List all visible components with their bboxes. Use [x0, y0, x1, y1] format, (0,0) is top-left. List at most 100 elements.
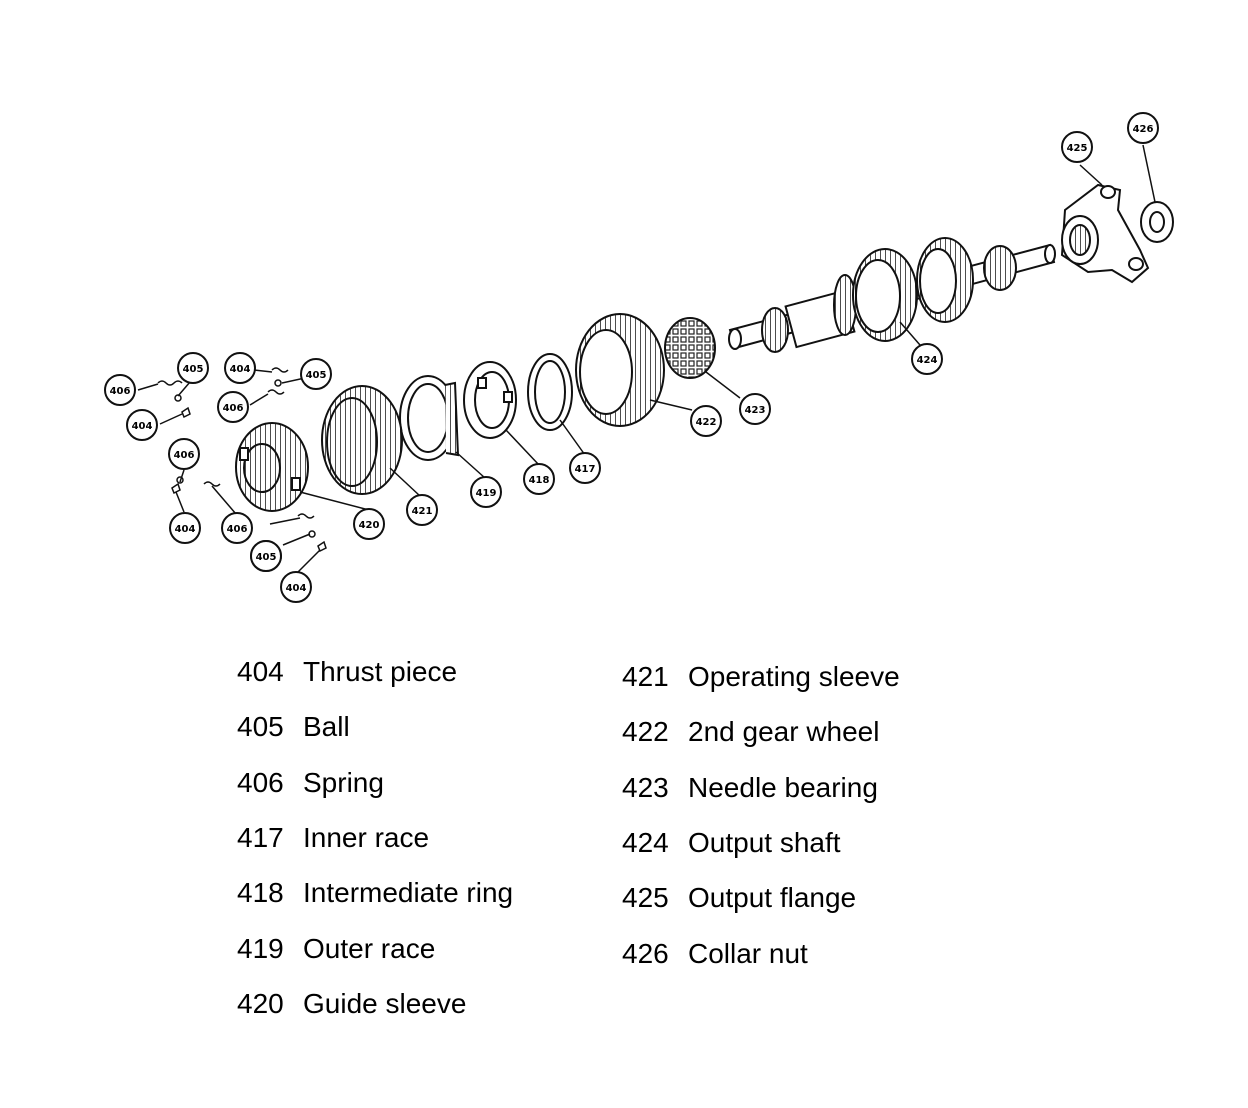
callout-labels: 4064054044054044064064054044064054044204… [104, 112, 1159, 603]
legend-number: 419 [237, 932, 284, 964]
legend-number: 424 [622, 826, 669, 858]
callout-404: 404 [224, 352, 256, 384]
callout-number: 424 [917, 355, 938, 366]
callout-405: 405 [177, 352, 209, 384]
callout-number: 417 [575, 464, 596, 475]
legend-number: 423 [622, 771, 669, 803]
part-needle-bearing [664, 317, 716, 379]
legend-number: 420 [237, 987, 284, 1019]
callout-number: 406 [227, 524, 248, 535]
callout-number: 405 [256, 552, 277, 563]
legend-item-417: 417 Inner race [237, 822, 429, 854]
callout-404: 404 [126, 409, 158, 441]
part-output-shaft [728, 237, 1056, 353]
part-outer-race [399, 375, 460, 461]
legend-text: Intermediate ring [303, 877, 514, 909]
legend-item-419: 419 Outer race [237, 933, 435, 965]
legend-number: 422 [622, 716, 669, 748]
callout-425: 425 [1061, 131, 1093, 163]
part-output-flange [1060, 183, 1150, 284]
legend-number: 406 [237, 766, 284, 798]
exploded-parts-diagram: 4064054044054044064064054044064054044204… [104, 112, 1174, 603]
part-collar-nut [1140, 201, 1174, 243]
callout-406: 406 [217, 391, 249, 423]
part-operating-sleeve [321, 385, 403, 495]
callout-406: 406 [221, 512, 253, 544]
callout-419: 419 [470, 476, 502, 508]
callout-circle [224, 352, 256, 384]
callout-406: 406 [168, 438, 200, 470]
callout-number: 405 [183, 364, 204, 375]
legend-item-421: 421 Operating sleeve [622, 661, 900, 693]
callout-circle [104, 374, 136, 406]
legend-text: Ball [303, 711, 350, 743]
callout-420: 420 [353, 508, 385, 540]
callout-circle [280, 571, 312, 603]
callout-number: 406 [174, 450, 195, 461]
callout-circle [1061, 131, 1093, 163]
callout-circle [126, 409, 158, 441]
callout-404: 404 [169, 512, 201, 544]
callout-circle [911, 343, 943, 375]
callout-number: 420 [359, 520, 380, 531]
callout-circle [177, 352, 209, 384]
legend-number: 418 [237, 877, 284, 909]
legend-text: 2nd gear wheel [688, 716, 880, 748]
part-inner-race [527, 353, 573, 431]
legend-text: Outer race [303, 932, 436, 964]
legend-text: Collar nut [688, 937, 808, 969]
callout-circle [523, 463, 555, 495]
callout-circle [690, 405, 722, 437]
legend-number: 425 [622, 882, 669, 914]
callout-number: 423 [745, 405, 766, 416]
callout-number: 404 [175, 524, 196, 535]
callout-423: 423 [739, 393, 771, 425]
callout-circle [300, 358, 332, 390]
legend-number: 404 [237, 656, 284, 687]
callout-circle [217, 391, 249, 423]
callout-number: 426 [1133, 124, 1154, 135]
callout-406: 406 [104, 374, 136, 406]
legend-number: 421 [622, 661, 669, 692]
callout-418: 418 [523, 463, 555, 495]
callout-426: 426 [1127, 112, 1159, 144]
legend-item-418: 418 Intermediate ring [237, 877, 513, 909]
callout-number: 404 [286, 583, 307, 594]
callout-405: 405 [300, 358, 332, 390]
legend-text: Guide sleeve [303, 987, 467, 1019]
legend-item-425: 425 Output flange [622, 882, 856, 914]
callout-circle [250, 540, 282, 572]
callout-424: 424 [911, 343, 943, 375]
legend-text: Operating sleeve [688, 661, 900, 692]
part-intermediate-ring [463, 361, 517, 439]
legend-text: Inner race [303, 821, 430, 853]
legend-text: Output flange [688, 882, 857, 914]
legend-number: 417 [237, 821, 284, 853]
callout-circle [470, 476, 502, 508]
callout-number: 425 [1067, 143, 1088, 154]
callout-number: 419 [476, 488, 497, 499]
callout-number: 418 [529, 475, 550, 486]
callout-number: 405 [306, 370, 327, 381]
callout-417: 417 [569, 452, 601, 484]
callout-circle [569, 452, 601, 484]
legend-item-422: 422 2nd gear wheel [622, 716, 879, 748]
callout-422: 422 [690, 405, 722, 437]
legend-text: Spring [303, 766, 384, 798]
callout-number: 404 [230, 364, 251, 375]
callout-number: 421 [412, 506, 433, 517]
callout-circle [168, 438, 200, 470]
part-2nd-gear-wheel [575, 313, 665, 427]
callout-circle [1127, 112, 1159, 144]
callout-circle [406, 494, 438, 526]
callout-circle [739, 393, 771, 425]
callout-421: 421 [406, 494, 438, 526]
legend-item-420: 420 Guide sleeve [237, 988, 466, 1020]
part-small-springs-balls [157, 367, 327, 553]
callout-circle [221, 512, 253, 544]
callout-circle [353, 508, 385, 540]
